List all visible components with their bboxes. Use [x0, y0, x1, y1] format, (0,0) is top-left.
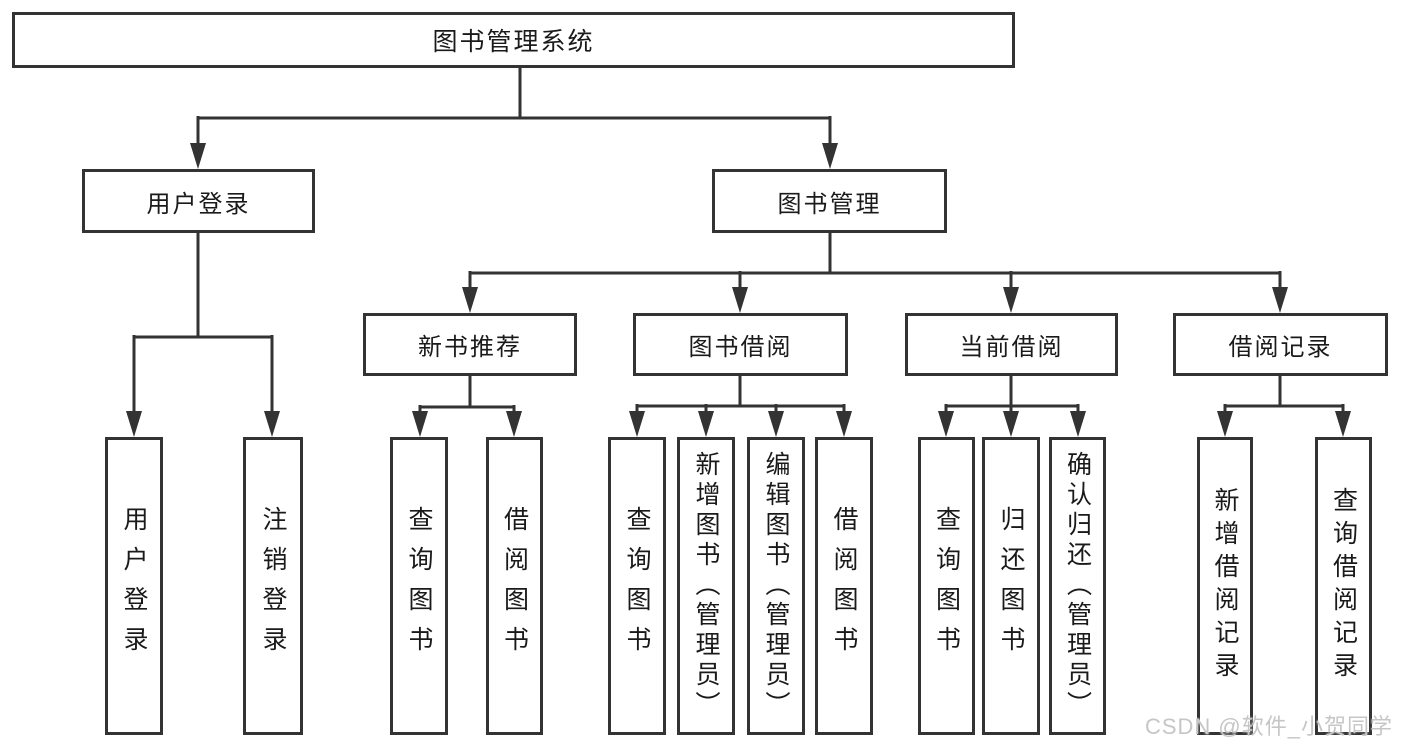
node-new-book-recommend: 新书推荐: [363, 313, 577, 376]
leaf-add-borrow-record: 新增借阅记录: [1197, 437, 1253, 735]
leaf-return-book: 归还图书: [982, 437, 1040, 735]
leaf-query-books-recommend-label: 查询图书: [405, 506, 433, 666]
leaf-query-books-current-label: 查询图书: [932, 506, 961, 666]
leaf-add-book-admin: 新增图书（管理员）: [677, 437, 735, 735]
leaf-query-borrow-record: 查询借阅记录: [1315, 437, 1372, 735]
node-book-management-label: 图书管理: [777, 190, 882, 218]
leaf-add-book-admin-label: 新增图书（管理员）: [692, 451, 720, 721]
leaf-borrow-books: 借阅图书: [815, 437, 873, 735]
csdn-watermark: CSDN @软件_小贺同学: [1144, 714, 1393, 739]
node-user-login-branch: 用户登录: [82, 169, 315, 233]
arrowheads: [126, 143, 1351, 437]
node-borrow-records: 借阅记录: [1173, 313, 1388, 376]
node-book-management: 图书管理: [712, 169, 947, 233]
leaf-query-books-current: 查询图书: [918, 437, 975, 735]
node-borrow-records-label: 借阅记录: [1228, 334, 1333, 361]
leaf-edit-book-admin: 编辑图书（管理员）: [747, 437, 805, 735]
leaf-logout: 注销登录: [243, 437, 303, 735]
node-root: 图书管理系统: [12, 12, 1015, 68]
node-current-borrow-label: 当前借阅: [959, 334, 1064, 361]
leaf-add-borrow-record-label: 新增借阅记录: [1211, 487, 1239, 685]
leaf-logout-label: 注销登录: [259, 506, 287, 666]
node-new-book-recommend-label: 新书推荐: [418, 334, 522, 361]
node-root-label: 图书管理系统: [432, 28, 595, 56]
leaf-borrow-books-recommend-label: 借阅图书: [500, 506, 529, 666]
leaf-user-login: 用户登录: [105, 437, 163, 735]
leaf-borrow-books-recommend: 借阅图书: [486, 437, 543, 735]
leaf-query-books-borrow: 查询图书: [608, 437, 666, 735]
node-user-login-branch-label: 用户登录: [146, 190, 251, 218]
leaf-edit-book-admin-label: 编辑图书（管理员）: [762, 451, 790, 721]
leaf-confirm-return-admin-label: 确认归还（管理员）: [1063, 451, 1092, 721]
leaf-query-books-recommend: 查询图书: [390, 437, 448, 735]
leaf-user-login-label: 用户登录: [120, 506, 148, 666]
leaf-borrow-books-label: 借阅图书: [830, 506, 858, 666]
leaf-confirm-return-admin: 确认归还（管理员）: [1049, 437, 1106, 735]
leaf-query-borrow-record-label: 查询借阅记录: [1329, 487, 1358, 685]
leaf-return-book-label: 归还图书: [997, 506, 1025, 666]
node-current-borrow: 当前借阅: [905, 313, 1118, 376]
node-book-borrow-label: 图书借阅: [688, 334, 793, 361]
leaf-query-books-borrow-label: 查询图书: [623, 506, 651, 666]
node-book-borrow: 图书借阅: [633, 313, 848, 376]
